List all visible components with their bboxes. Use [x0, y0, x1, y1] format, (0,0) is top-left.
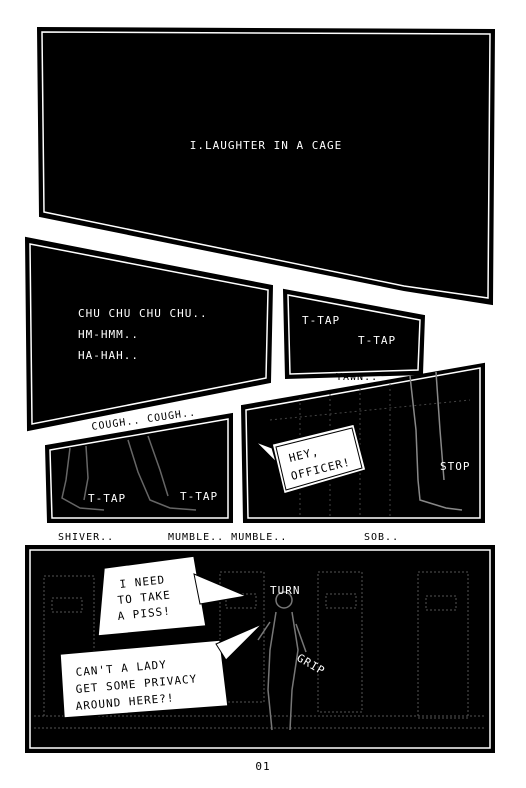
- laugh-line-2: HM-HMM..: [78, 328, 139, 341]
- panel-footsteps-top: T-TAP T-TAP: [282, 288, 426, 380]
- laugh-line-1: CHU CHU CHU CHU..: [78, 307, 208, 320]
- speech-to-take: TO TAKE: [117, 588, 171, 607]
- sfx-mumble: MUMBLE.. MUMBLE..: [168, 532, 287, 543]
- laugh-line-3: HA-HAH..: [78, 349, 139, 362]
- panel-title: I.LAUGHTER IN A CAGE: [36, 26, 496, 306]
- sfx-shiver: SHIVER..: [58, 532, 114, 543]
- speech-a-piss: A PISS!: [117, 604, 171, 623]
- panel-corridor: I NEED TO TAKE A PISS! CAN'T A LADY GET …: [25, 545, 495, 753]
- officer-figure: [257, 591, 307, 731]
- chapter-title: I.LAUGHTER IN A CAGE: [190, 139, 342, 152]
- speech-bubble-hey-officer: HEY, OFFICER!: [255, 423, 367, 495]
- cell-doors: [34, 571, 486, 729]
- panel-walking-feet: T-TAP T-TAP: [44, 412, 233, 523]
- sfx-turn: TURN: [270, 584, 301, 597]
- speech-i-need: I NEED: [119, 573, 166, 591]
- sfx-yawn: YAWN..: [336, 372, 378, 383]
- officer-legs: [409, 371, 463, 511]
- speech-bubble-need-piss: I NEED TO TAKE A PISS!: [97, 555, 248, 637]
- sfx-sob: SOB..: [364, 532, 399, 543]
- panel-officer: HEY, OFFICER! STOP: [240, 362, 485, 523]
- sfx-stop: STOP: [440, 460, 471, 473]
- sfx-ttap-3: T-TAP: [88, 492, 126, 505]
- sfx-ttap-2: T-TAP: [358, 334, 396, 347]
- sfx-ttap-4: T-TAP: [180, 490, 218, 503]
- page-number: 01: [255, 760, 270, 773]
- sfx-ttap-1: T-TAP: [302, 314, 340, 327]
- legs-illustration: [61, 435, 197, 511]
- panel-laughter: CHU CHU CHU CHU.. HM-HMM.. HA-HAH..: [24, 236, 274, 432]
- speech-bubble-privacy: CAN'T A LADY GET SOME PRIVACY AROUND HER…: [59, 623, 263, 719]
